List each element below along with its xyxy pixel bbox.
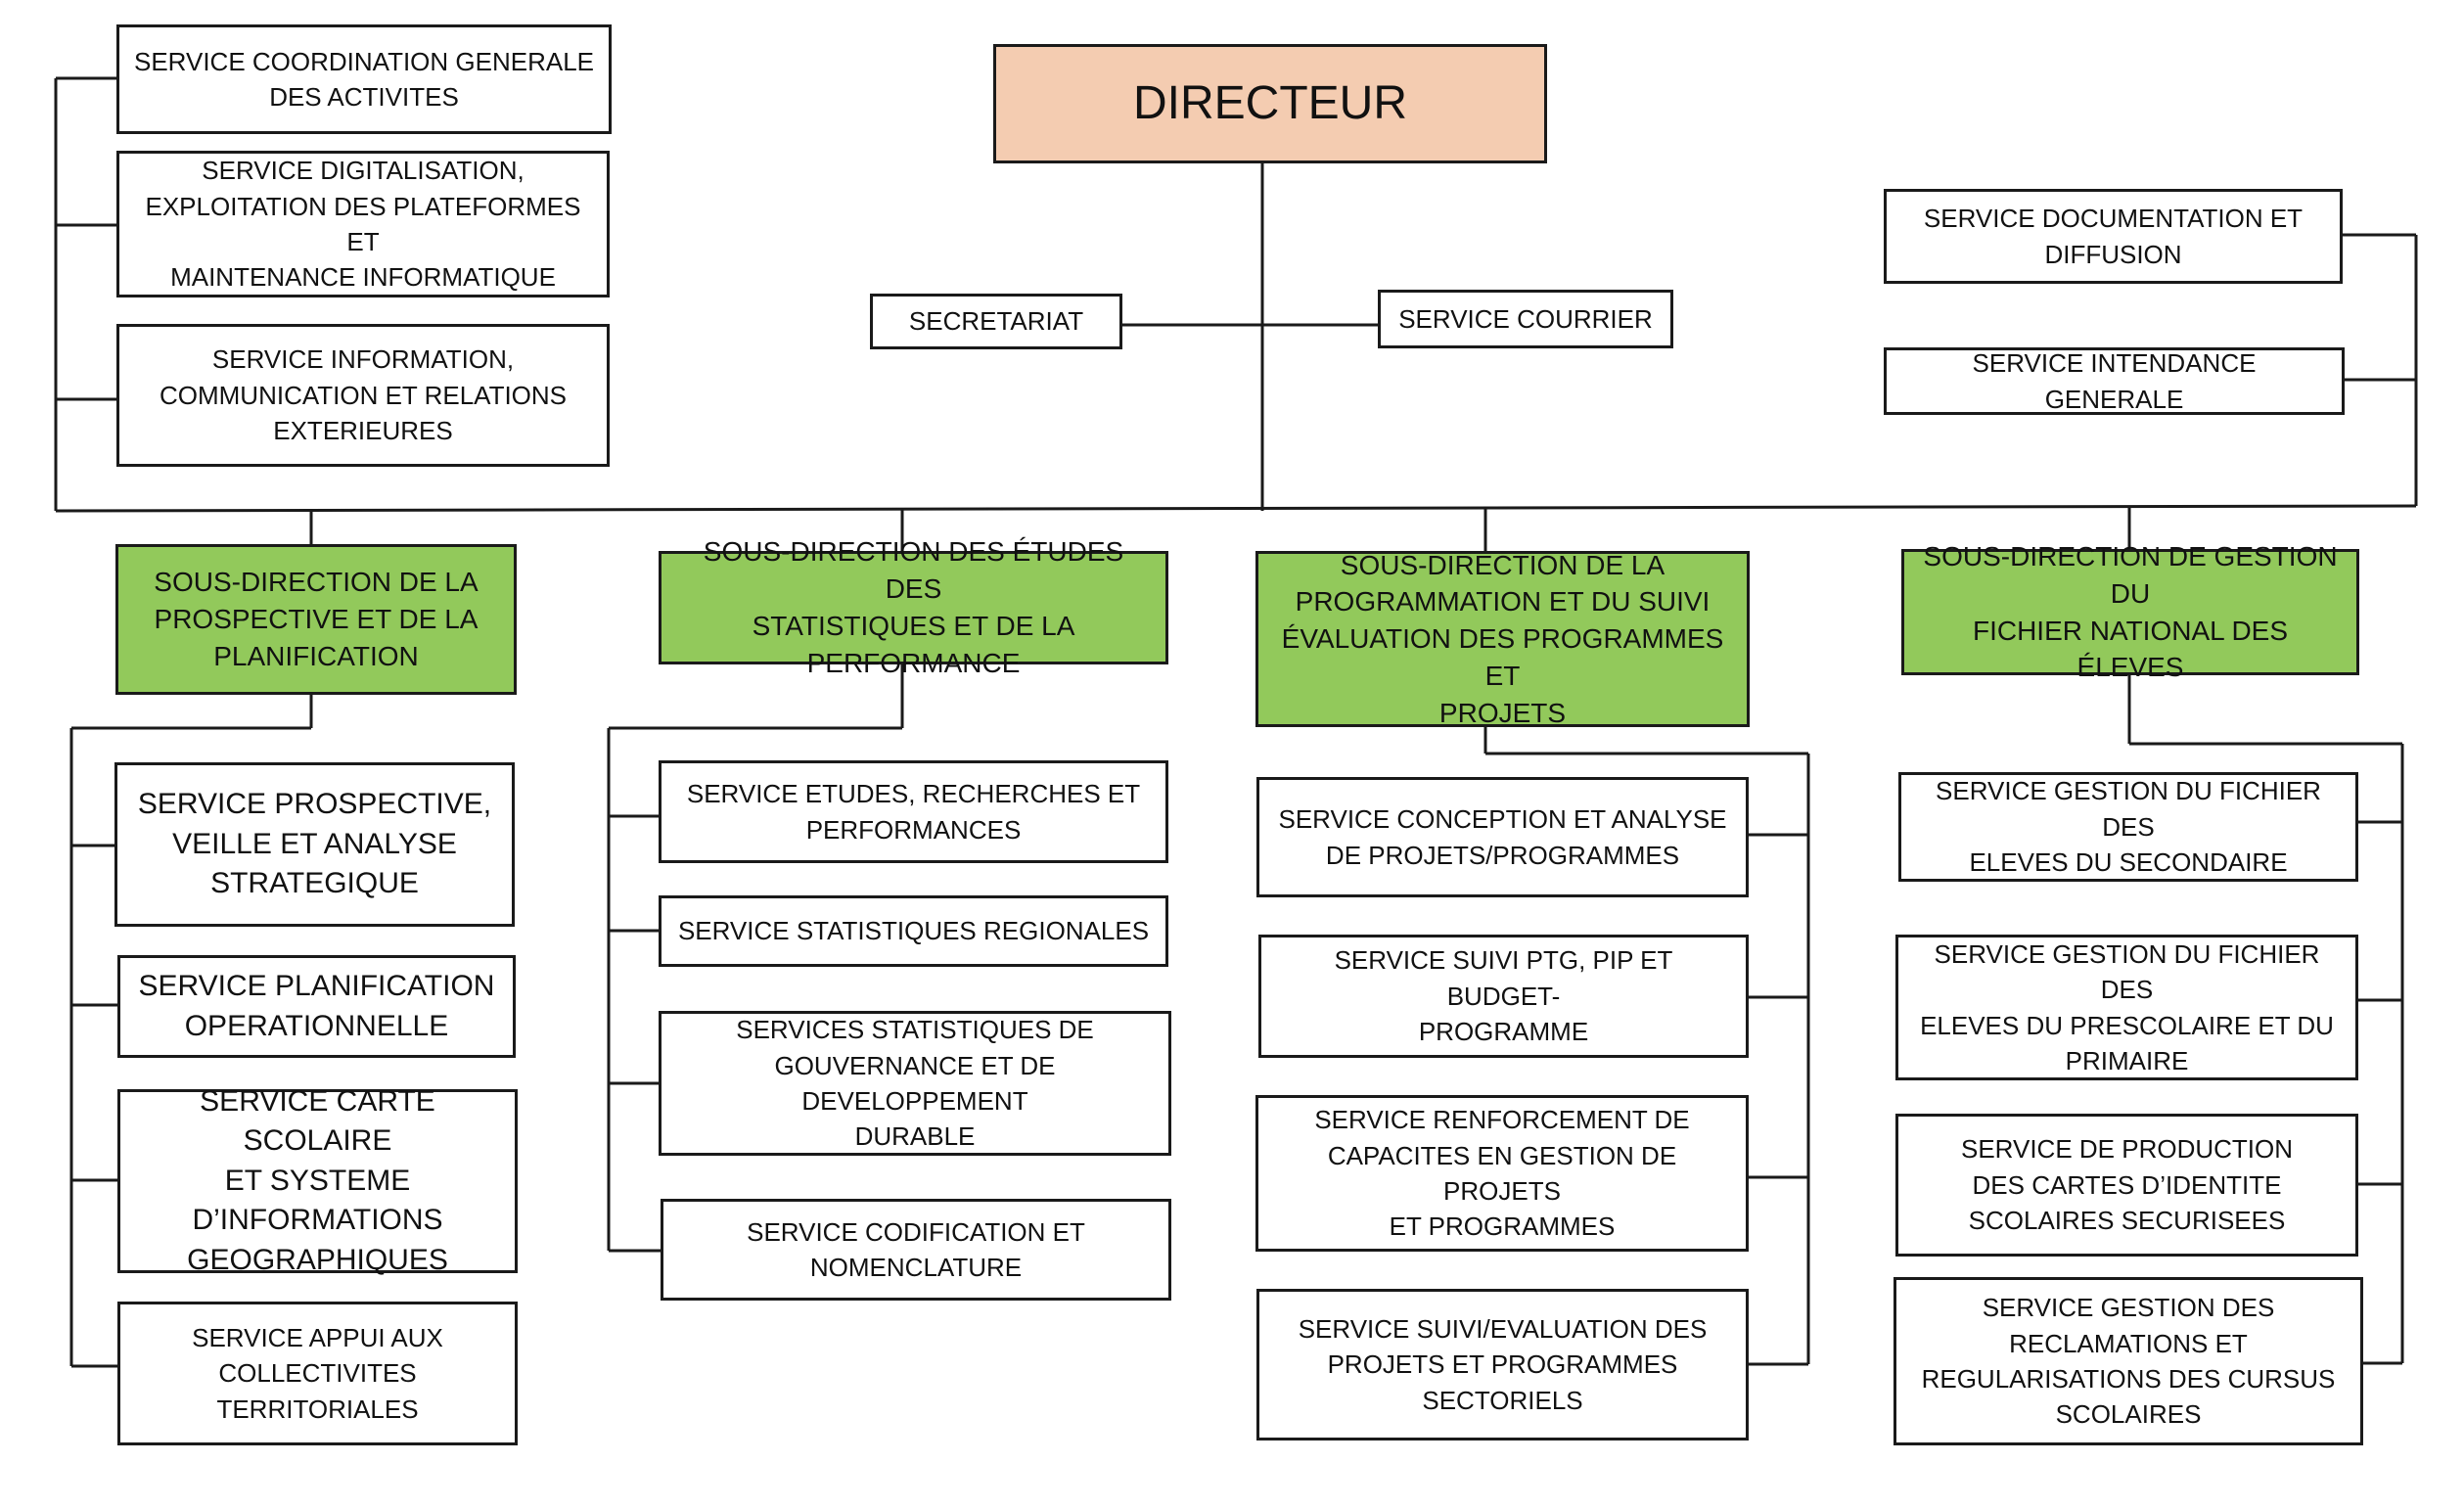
service-label: SERVICE CODIFICATION ET NOMENCLATURE [747, 1216, 1085, 1282]
service-box: SERVICE DE PRODUCTION DES CARTES D’IDENT… [1895, 1114, 2358, 1257]
right-service-box: SERVICE INTENDANCE GENERALE [1884, 347, 2345, 415]
subdirection-title: SOUS-DIRECTION DE GESTION DU FICHIER NAT… [1923, 540, 2338, 683]
subdirection-box: SOUS-DIRECTION DE LA PROSPECTIVE ET DE L… [115, 544, 517, 695]
service-label: SERVICE RENFORCEMENT DE CAPACITES EN GES… [1314, 1105, 1690, 1242]
subdirection-box: SOUS-DIRECTION DES ÉTUDES DES STATISTIQU… [659, 536, 1168, 678]
service-box: SERVICE PROSPECTIVE, VEILLE ET ANALYSE S… [114, 762, 515, 927]
left-service-label: SERVICE COORDINATION GENERALE DES ACTIVI… [133, 46, 595, 112]
service-label: SERVICE CARTE SCOLAIRE ET SYSTEME D’INFO… [187, 1084, 448, 1276]
right-service-label: SERVICE INTENDANCE GENERALE [1972, 348, 2257, 414]
left-service-label: SERVICE DIGITALISATION, EXPLOITATION DES… [145, 156, 581, 293]
left-service-box: SERVICE DIGITALISATION, EXPLOITATION DES… [116, 151, 610, 297]
service-box: SERVICE SUIVI/EVALUATION DES PROJETS ET … [1256, 1289, 1749, 1440]
subdirection-title: SOUS-DIRECTION DES ÉTUDES DES STATISTIQU… [703, 536, 1124, 678]
service-label: SERVICE STATISTIQUES REGIONALES [677, 916, 1150, 946]
service-label: SERVICE PROSPECTIVE, VEILLE ET ANALYSE S… [137, 788, 492, 900]
service-box: SERVICE GESTION DU FICHIER DES ELEVES DU… [1898, 772, 2358, 882]
service-courrier-box: SERVICE COURRIER [1378, 290, 1673, 348]
left-service-label: SERVICE INFORMATION, COMMUNICATION ET RE… [159, 344, 568, 446]
subdirection-title: SOUS-DIRECTION DE LA PROGRAMMATION ET DU… [1281, 549, 1724, 728]
service-box: SERVICE CODIFICATION ET NOMENCLATURE [661, 1199, 1171, 1301]
service-courrier-label: SERVICE COURRIER [1398, 303, 1653, 334]
subdirection-box: SOUS-DIRECTION DE LA PROGRAMMATION ET DU… [1255, 550, 1750, 728]
service-label: SERVICE GESTION DU FICHIER DES ELEVES DU… [1936, 776, 2321, 878]
right-service-label: SERVICE DOCUMENTATION ET DIFFUSION [1923, 204, 2304, 269]
left-service-box: SERVICE INFORMATION, COMMUNICATION ET RE… [116, 324, 610, 467]
service-box: SERVICE ETUDES, RECHERCHES ET PERFORMANC… [659, 760, 1168, 863]
service-label: SERVICE GESTION DU FICHIER DES ELEVES DU… [1920, 938, 2334, 1075]
service-box: SERVICE GESTION DES RECLAMATIONS ET REGU… [1894, 1277, 2363, 1445]
service-box: SERVICE PLANIFICATION OPERATIONNELLE [117, 955, 516, 1058]
service-box: SERVICE CARTE SCOLAIRE ET SYSTEME D’INFO… [117, 1085, 518, 1276]
service-label: SERVICE GESTION DES RECLAMATIONS ET REGU… [1921, 1293, 2336, 1430]
service-box: SERVICES STATISTIQUES DE GOUVERNANCE ET … [659, 1011, 1171, 1156]
service-label: SERVICE CONCEPTION ET ANALYSE DE PROJETS… [1278, 804, 1727, 870]
service-label: SERVICE APPUI AUX COLLECTIVITES TERRITOR… [192, 1322, 443, 1424]
left-service-box: SERVICE COORDINATION GENERALE DES ACTIVI… [116, 24, 612, 134]
service-box: SERVICE GESTION DU FICHIER DES ELEVES DU… [1895, 935, 2358, 1080]
secretariat-label: SECRETARIAT [908, 306, 1084, 337]
service-label: SERVICE DE PRODUCTION DES CARTES D’IDENT… [1960, 1134, 2293, 1236]
service-box: SERVICE SUIVI PTG, PIP ET BUDGET- PROGRA… [1258, 935, 1749, 1058]
service-label: SERVICE SUIVI PTG, PIP ET BUDGET- PROGRA… [1334, 945, 1673, 1047]
service-box: SERVICE CONCEPTION ET ANALYSE DE PROJETS… [1256, 777, 1749, 897]
subdirection-box: SOUS-DIRECTION DE GESTION DU FICHIER NAT… [1901, 541, 2359, 682]
director-box: DIRECTEUR [993, 44, 1547, 163]
service-label: SERVICES STATISTIQUES DE GOUVERNANCE ET … [736, 1015, 1094, 1152]
service-box: SERVICE APPUI AUX COLLECTIVITES TERRITOR… [117, 1302, 518, 1445]
right-service-box: SERVICE DOCUMENTATION ET DIFFUSION [1884, 189, 2343, 284]
secretariat-box: SECRETARIAT [870, 294, 1122, 349]
service-box: SERVICE STATISTIQUES REGIONALES [659, 895, 1168, 967]
service-label: SERVICE PLANIFICATION OPERATIONNELLE [138, 970, 495, 1042]
service-label: SERVICE ETUDES, RECHERCHES ET PERFORMANC… [686, 779, 1141, 845]
subdirection-title: SOUS-DIRECTION DE LA PROSPECTIVE ET DE L… [154, 567, 479, 671]
service-label: SERVICE SUIVI/EVALUATION DES PROJETS ET … [1298, 1313, 1708, 1415]
service-box: SERVICE RENFORCEMENT DE CAPACITES EN GES… [1255, 1095, 1749, 1252]
director-label: DIRECTEUR [1132, 77, 1407, 130]
